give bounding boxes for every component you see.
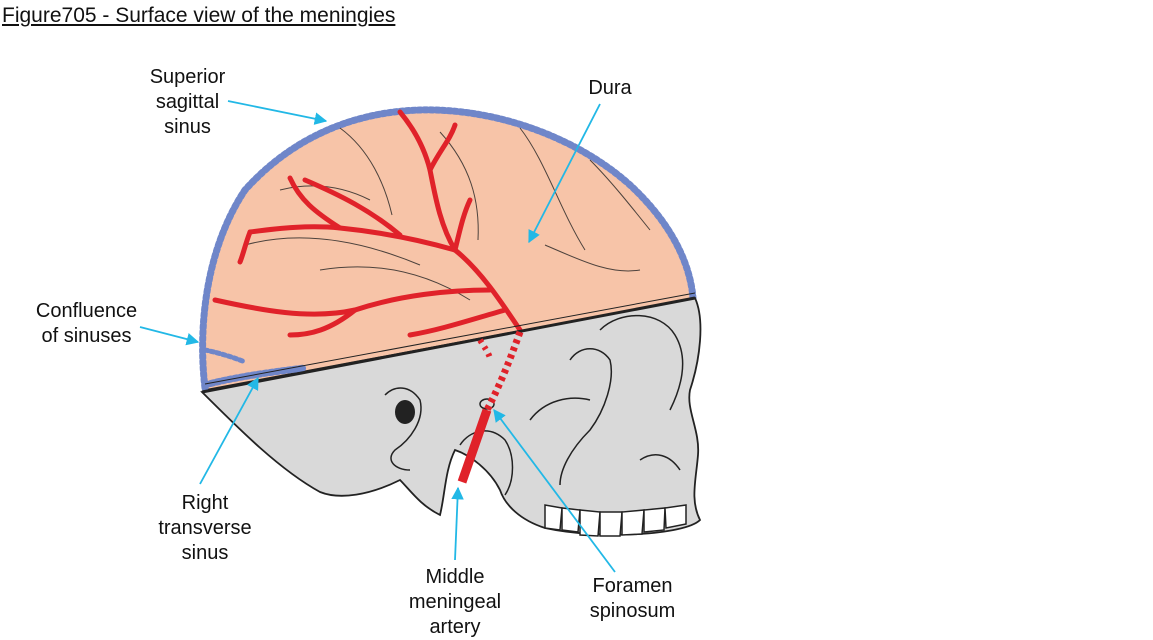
pointer-right-transverse-sinus	[199, 376, 259, 485]
label-pointers	[139, 100, 616, 573]
skull-contours	[384, 314, 684, 496]
pointer-foramen-spinosum	[493, 408, 616, 573]
figure-title: Figure705 - Surface view of the meningie…	[2, 4, 396, 27]
pointer-dura	[528, 103, 601, 244]
label-dura: Dura	[588, 77, 632, 99]
confluence-sinus-mark	[202, 347, 248, 365]
cut-edge	[201, 296, 696, 394]
middle-meningeal-artery-stem	[457, 408, 492, 484]
label-confluence-of-sinuses: Confluence of sinuses	[35, 300, 138, 347]
middle-meningeal-artery-branches	[212, 109, 523, 338]
pointer-confluence-of-sinuses	[139, 326, 200, 346]
label-right-transverse-sinus: Right transverse sinus	[158, 492, 252, 564]
superior-sagittal-sinus	[199, 106, 697, 392]
ear-opening	[395, 400, 415, 424]
middle-meningeal-artery-trunk	[483, 330, 524, 412]
label-middle-meningeal-artery: Middle meningeal artery	[408, 566, 502, 638]
label-foramen-spinosum: Foramen spinosum	[589, 575, 676, 622]
skull-teeth	[544, 504, 687, 537]
skull	[200, 296, 702, 536]
pointer-middle-meningeal-artery	[451, 486, 464, 561]
label-superior-sagittal-sinus: Superior sagittal sinus	[149, 66, 226, 138]
pointer-superior-sagittal-sinus	[227, 100, 328, 125]
dura-surface-lines	[244, 127, 651, 301]
